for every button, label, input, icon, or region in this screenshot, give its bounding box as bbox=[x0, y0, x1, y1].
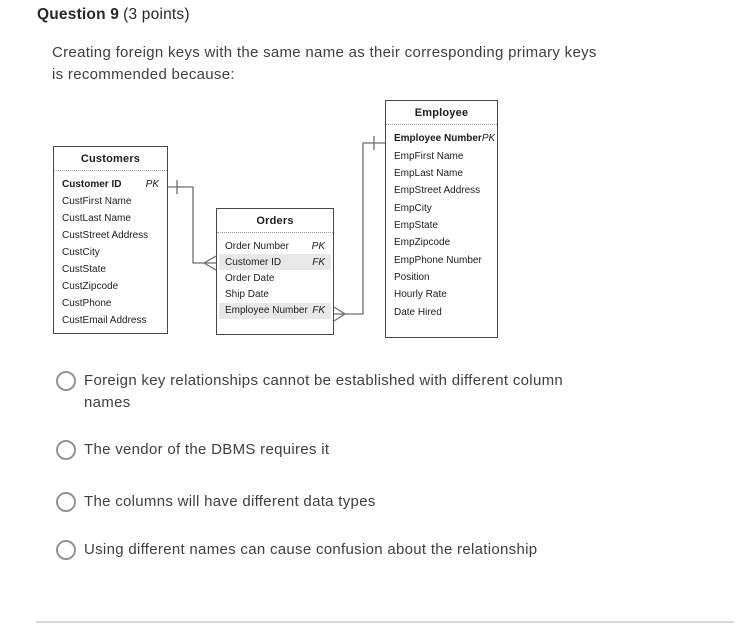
table-row: Date Hired bbox=[394, 306, 442, 318]
question-text-line1: Creating foreign keys with the same name… bbox=[52, 44, 597, 61]
question-header: Question 9(3 points) bbox=[37, 6, 190, 24]
table-row: CustLast Name bbox=[62, 213, 131, 224]
table-row: EmpState bbox=[394, 219, 438, 231]
table-row: CustFirst Name bbox=[62, 196, 132, 207]
table-title: Employee bbox=[386, 101, 497, 125]
table-row: CustCity bbox=[62, 247, 100, 258]
table-row: EmpCity bbox=[394, 202, 432, 214]
relationship-connectors bbox=[168, 136, 385, 322]
answer-option-4-label: Using different names can cause confusio… bbox=[84, 541, 538, 558]
question-text-line2: is recommended because: bbox=[52, 66, 235, 83]
answer-option-3-label: The columns will have different data typ… bbox=[84, 493, 376, 510]
table-row: CustState bbox=[62, 264, 106, 275]
answer-option-4[interactable]: Using different names can cause confusio… bbox=[56, 539, 537, 561]
table-row: EmpZipcode bbox=[394, 237, 451, 249]
table-row: CustStreet Address bbox=[62, 230, 149, 241]
connector-customers-orders bbox=[168, 180, 217, 271]
answer-option-1-label: Foreign key relationships cannot be esta… bbox=[84, 372, 564, 411]
table-title: Orders bbox=[217, 209, 333, 233]
question-divider bbox=[36, 621, 734, 623]
answer-option-3[interactable]: The columns will have different data typ… bbox=[56, 491, 376, 513]
answer-option-2[interactable]: The vendor of the DBMS requires it bbox=[56, 439, 329, 461]
table-row: CustEmail Address bbox=[62, 315, 147, 326]
connector-employee-orders bbox=[333, 136, 385, 322]
table-row: EmpPhone Number bbox=[394, 254, 482, 266]
answer-option-1[interactable]: Foreign key relationships cannot be esta… bbox=[56, 370, 594, 413]
table-row: CustZipcode bbox=[62, 281, 119, 292]
radio-button-option-1[interactable] bbox=[56, 371, 76, 391]
table-row: Position bbox=[394, 271, 430, 283]
crowfoot-orders-customerid bbox=[203, 255, 217, 271]
table-row: Hourly Rate bbox=[394, 289, 447, 301]
radio-button-option-3[interactable] bbox=[56, 492, 76, 512]
question-number: Question 9 bbox=[37, 6, 120, 23]
radio-button-option-2[interactable] bbox=[56, 440, 76, 460]
table-row: EmpStreet Address bbox=[394, 185, 481, 197]
radio-button-option-4[interactable] bbox=[56, 540, 76, 560]
table-row: EmpFirst Name bbox=[394, 150, 464, 162]
question-points: (3 points) bbox=[123, 6, 190, 23]
crowfoot-orders-employeenumber bbox=[333, 306, 346, 322]
table-row: Order Date bbox=[225, 272, 275, 284]
table-row: Ship Date bbox=[225, 289, 269, 301]
table-row: EmpLast Name bbox=[394, 167, 463, 179]
table-title: Customers bbox=[54, 147, 167, 171]
answer-option-2-label: The vendor of the DBMS requires it bbox=[84, 441, 330, 458]
question-text: Creating foreign keys with the same name… bbox=[52, 42, 597, 86]
table-row: CustPhone bbox=[62, 298, 112, 309]
